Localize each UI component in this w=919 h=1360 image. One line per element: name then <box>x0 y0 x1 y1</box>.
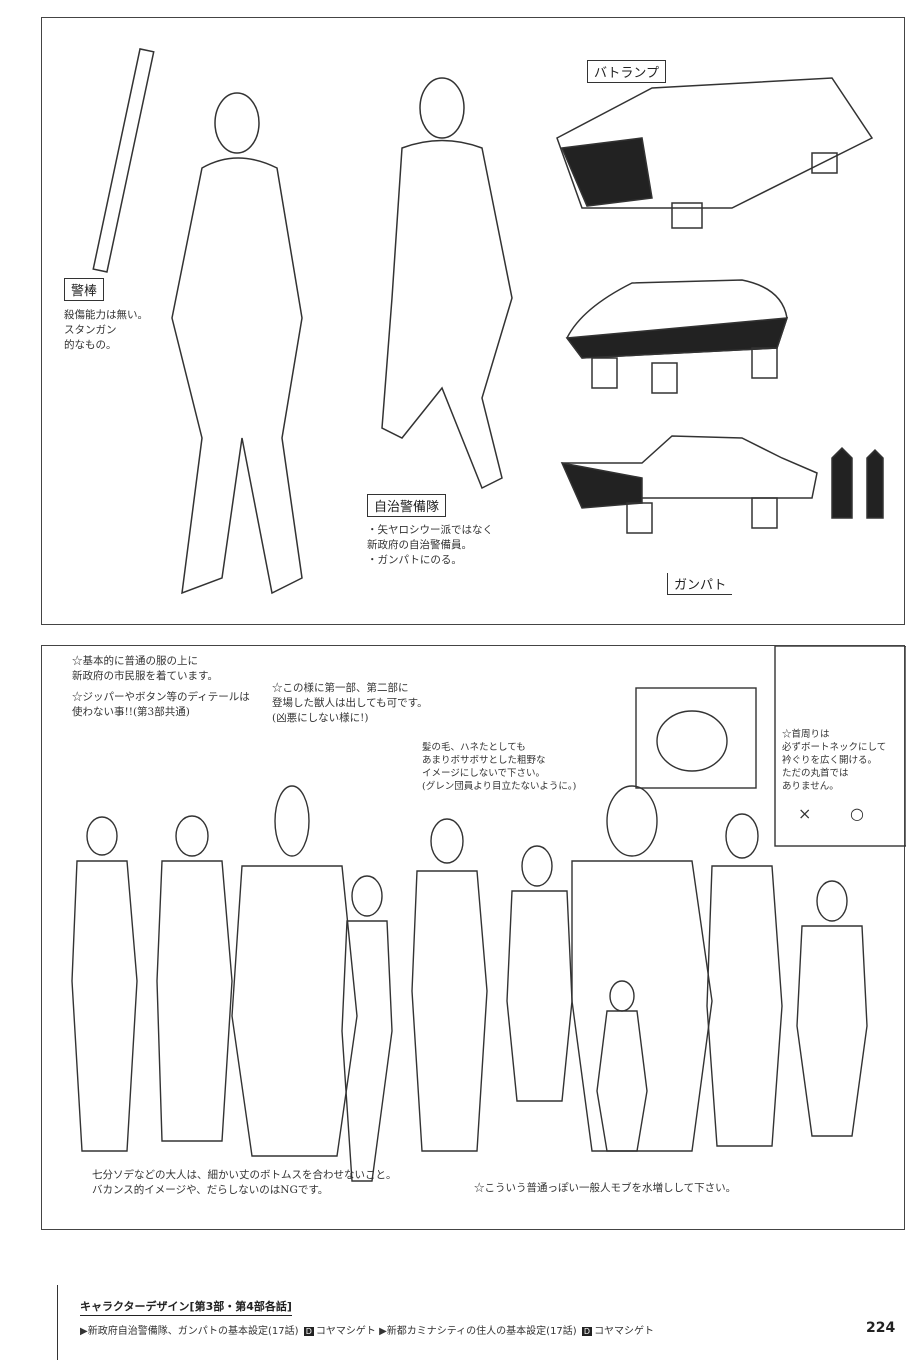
citizen-figures <box>71 785 868 1182</box>
caption-citizens: ▶新都カミナシティの住人の基本設定(17話) <box>379 1326 577 1337</box>
designer-badge-icon: D <box>303 1327 314 1336</box>
note-hair: 髪の毛、ハネたとしても あまりボサボサとした粗野な イメージにしないで下さい。 … <box>422 742 577 792</box>
mark-wrong: × <box>798 804 812 823</box>
security-force-design-panel: バトランプ 警棒 殺傷能力は無い。 スタンガン 的なもの。 自治警備隊 ・矢ヤロ… <box>41 17 905 625</box>
designer-name: コヤマシゲト <box>315 1326 376 1337</box>
citizens-lineup-sketch <box>71 646 906 1182</box>
caption-security-force: ▶新政府自治警備隊、ガンパトの基本設定(17話) <box>80 1326 299 1337</box>
vehicle-label: ガンパト <box>667 573 733 595</box>
footer-divider <box>57 1285 58 1360</box>
baton-note: 殺傷能力は無い。 スタンガン 的なもの。 <box>64 309 148 351</box>
note-clothes: ☆基本的に普通の服の上に 新政府の市民服を着ています。 <box>72 655 218 682</box>
page-number: 224 <box>866 1320 896 1336</box>
officer-back-figure <box>381 77 513 490</box>
unit-label: 自治警備隊 <box>367 494 447 517</box>
designer-name: コヤマシゲト <box>594 1326 655 1337</box>
designer-badge-icon: D <box>581 1327 593 1336</box>
unit-note: ・矢ヤロシウー派ではなく 新政府の自治警備員。 ・ガンパトにのる。 <box>367 524 493 566</box>
vehicle-lamp-label: バトランプ <box>587 60 667 83</box>
inset-beastman-head <box>635 687 757 789</box>
note-beastmen: ☆この様に第一部、第二部に 登場した獣人は出しても可です。 (凶悪にしない様に!… <box>272 682 428 724</box>
note-neck: ☆首周りは 必ずボートネックにして 衿ぐりを広く開ける。 ただの丸首では ありま… <box>782 729 887 792</box>
vehicle-view-side <box>565 279 789 394</box>
officer-front-figure <box>171 92 303 595</box>
security-force-sketch <box>92 48 884 595</box>
note-details: ☆ジッパーやボタン等のディテールは 使わない事!!(第3部共通) <box>72 691 250 718</box>
inset-neckline <box>774 646 906 847</box>
note-mob: ☆こういう普通っぽい一般人モブを水増しして下さい。 <box>474 1182 737 1194</box>
vehicle-view-profile <box>560 435 884 534</box>
section-title: キャラクターデザイン[第3部・第4部各話] <box>80 1298 292 1316</box>
citizen-design-panel: ☆基本的に普通の服の上に 新政府の市民服を着ています。 ☆ジッパーやボタン等のデ… <box>41 645 906 1230</box>
vehicle-view-top <box>556 77 874 229</box>
baton-drawing <box>92 48 155 273</box>
mark-right: ○ <box>850 804 864 823</box>
note-bottoms: 七分ソデなどの大人は、細かい丈のボトムスを合わせないこと。 バカンス的イメージや… <box>92 1169 397 1196</box>
baton-label: 警棒 <box>64 278 105 301</box>
